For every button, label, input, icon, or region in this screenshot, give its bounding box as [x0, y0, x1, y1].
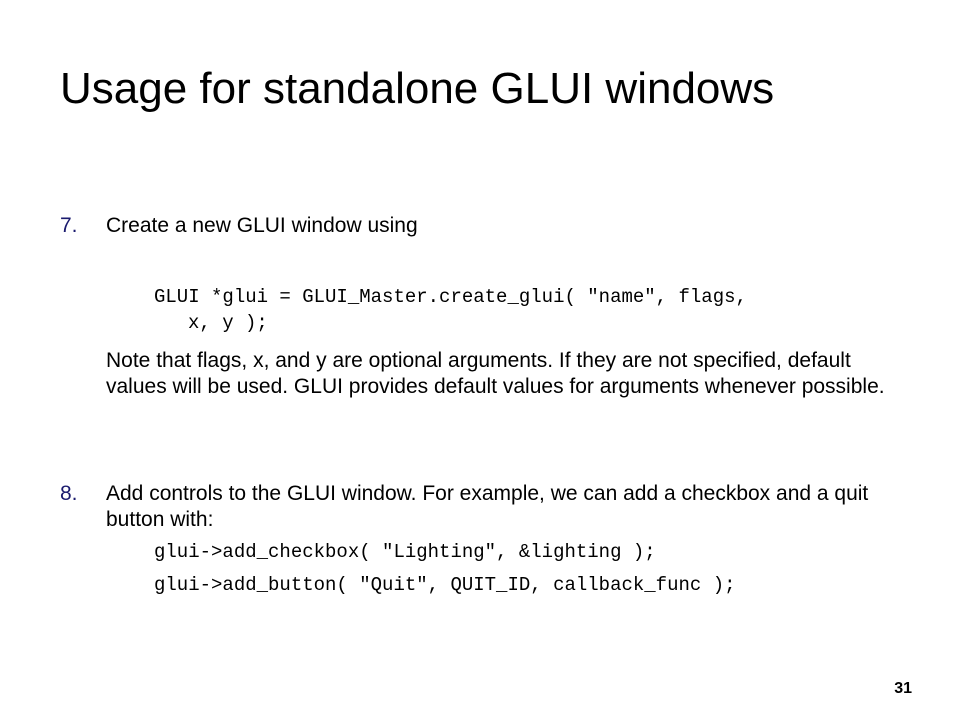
slide-title: Usage for standalone GLUI windows — [60, 64, 775, 113]
list-item-number: 7. — [60, 214, 78, 237]
list-item-text: Add controls to the GLUI window. For exa… — [106, 482, 869, 531]
code-line-add-checkbox: glui->add_checkbox( "Lighting", &lightin… — [154, 541, 656, 563]
note-paragraph: Note that flags, x, and y are optional a… — [106, 349, 885, 398]
list-item-text: Create a new GLUI window using — [106, 214, 418, 237]
list-item-number: 8. — [60, 482, 78, 505]
code-line-add-button: glui->add_button( "Quit", QUIT_ID, callb… — [154, 574, 736, 596]
code-line-create-glui: GLUI *glui = GLUI_Master.create_glui( "n… — [154, 286, 747, 308]
page-number: 31 — [894, 680, 912, 697]
code-line-create-glui-continued: x, y ); — [188, 312, 268, 334]
